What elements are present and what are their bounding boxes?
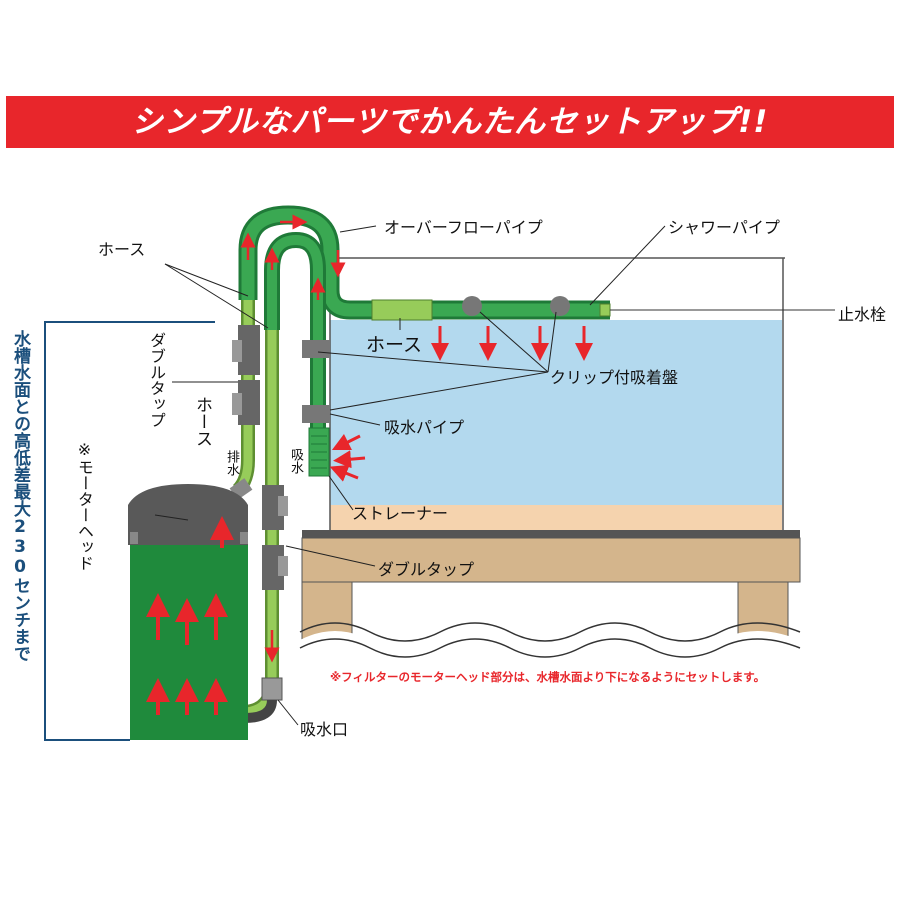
label-overflow-pipe: オーバーフローパイプ	[384, 218, 543, 237]
double-tap-upper	[232, 325, 260, 425]
aquarium-tank	[329, 257, 785, 530]
floor-wave-1	[299, 622, 801, 642]
label-hose-tank: ホース	[366, 334, 423, 356]
label-intake-pipe: 吸水パイプ	[384, 418, 465, 437]
label-intake-small: 吸水	[288, 448, 303, 474]
label-hose-top: ホース	[98, 240, 146, 259]
shower-hose	[371, 299, 433, 321]
suction-cup-3	[302, 340, 330, 358]
label-double-tap-left: ダブルタップ	[147, 332, 166, 428]
tank-sand	[330, 505, 782, 530]
leader-lines	[154, 225, 666, 726]
label-double-tap-bottom: ダブルタップ	[378, 560, 475, 579]
stand-leg-left	[301, 581, 353, 641]
label-motor-head: ※モーターヘッド	[75, 440, 94, 571]
banner-title: シンプルなパーツでかんたんセットアップ!!	[131, 104, 769, 140]
stand-leg-right	[737, 581, 789, 641]
stand-beam	[301, 537, 801, 583]
tank-water	[330, 320, 782, 505]
label-strainer: ストレーナー	[352, 504, 449, 523]
setup-note: ※フィルターのモーターヘッド部分は、水槽水面より下になるようにセットします。	[330, 670, 766, 684]
intake-bend	[244, 699, 277, 723]
stand	[299, 530, 801, 660]
label-height-limit: 水槽水面との高低差最大230センチまで	[8, 328, 33, 664]
intake-connector	[261, 677, 283, 701]
suction-cup-4	[302, 405, 330, 423]
intake-hose	[244, 330, 283, 723]
floor-wave-2	[299, 638, 801, 658]
pipe-flow-arrows	[240, 214, 346, 663]
suction-cup-2	[550, 296, 570, 316]
double-tap-lower	[262, 485, 288, 590]
label-stop-cock: 止水栓	[838, 305, 887, 324]
label-drain: 排水	[224, 450, 239, 476]
label-intake-port: 吸水口	[300, 720, 349, 739]
label-hose-vertical: ホース	[192, 396, 212, 447]
shower-cap	[599, 303, 611, 317]
title-banner: シンプルなパーツでかんたんセットアップ!!	[6, 96, 894, 148]
height-bracket	[44, 321, 215, 741]
label-shower-pipe: シャワーパイプ	[668, 218, 780, 237]
stand-top	[302, 530, 800, 538]
filter-flow-arrows	[146, 516, 234, 715]
motor-head	[128, 484, 248, 545]
shower-arrows	[431, 326, 593, 361]
floor-wave-fill	[300, 631, 800, 660]
suction-cup-1	[462, 296, 482, 316]
label-clip-sucker: クリップ付吸着盤	[550, 368, 679, 387]
strainer-arrows	[329, 433, 366, 482]
